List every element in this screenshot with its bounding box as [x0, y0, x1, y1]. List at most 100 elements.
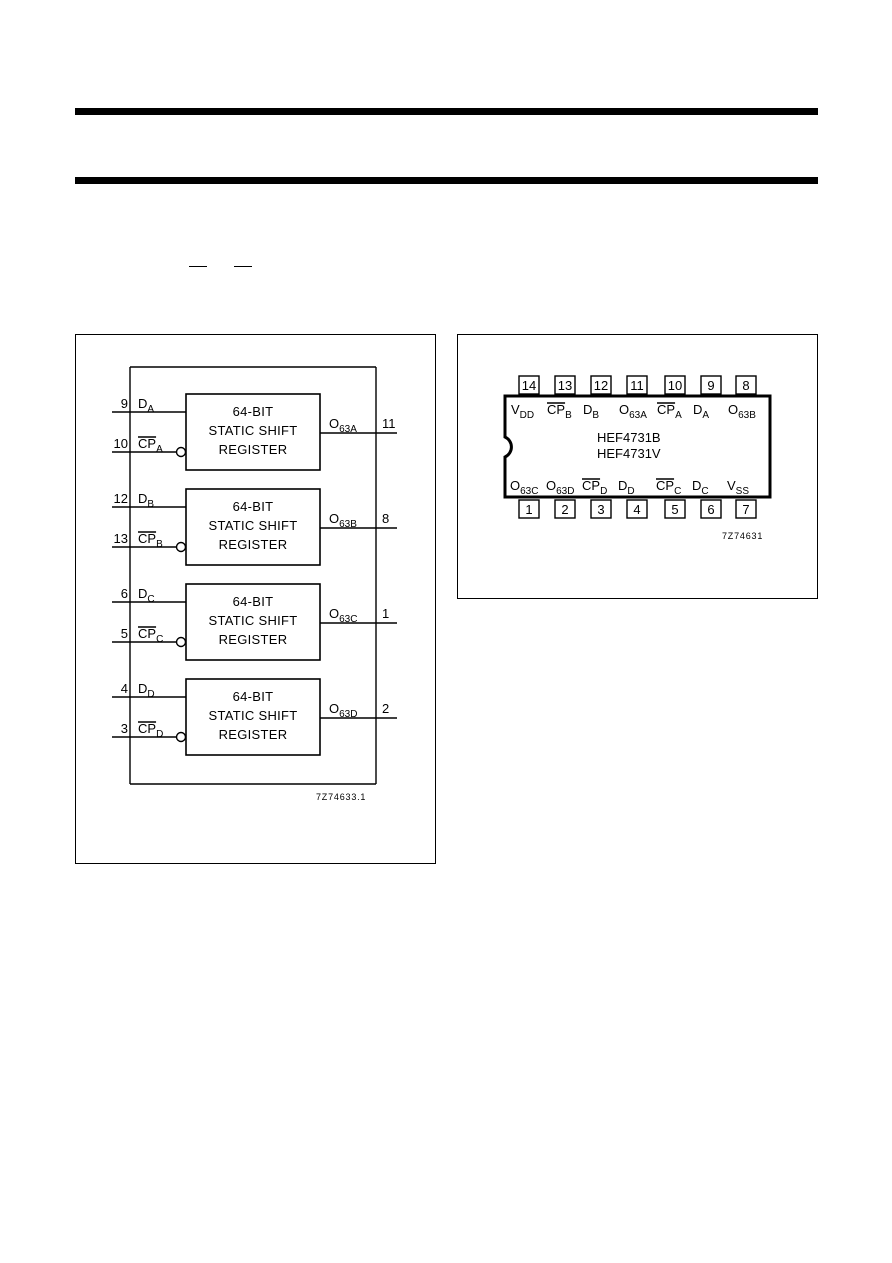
pin-1: 1 — [518, 499, 540, 519]
bottom-pin-label: DD — [618, 478, 635, 497]
cp-input-label: CPB — [138, 531, 163, 550]
pin-box — [735, 375, 757, 395]
pinning-diagram: 14VDD13CPB12DB11O63A10CPA9DA8O63B1O63C2O… — [503, 375, 772, 541]
bottom-pin-label: CPC — [656, 478, 681, 497]
second-rule — [75, 177, 818, 184]
pin-2: 2 — [554, 499, 576, 519]
top-pin-label: DB — [583, 402, 599, 421]
output-label: O63C — [329, 606, 357, 625]
cp-pin-number: 5 — [121, 626, 128, 641]
d-pin-number: 6 — [121, 586, 128, 601]
register-text: STATIC SHIFT — [208, 518, 297, 533]
register-text: REGISTER — [219, 727, 288, 742]
d-pin-number: 12 — [114, 491, 128, 506]
d-input-label: DC — [138, 586, 155, 605]
pin-box — [664, 499, 686, 519]
output-pin-number: 8 — [382, 511, 389, 526]
register-box — [185, 678, 321, 756]
overbar-fragment — [189, 266, 207, 267]
register-text: 64-BIT — [233, 499, 274, 514]
pin-number: 8 — [742, 378, 749, 393]
cp-pin-number: 13 — [114, 531, 128, 546]
pin-10: 10 — [664, 375, 686, 395]
pin-number: 6 — [707, 502, 714, 517]
pin-7: 7 — [735, 499, 757, 519]
register-box — [185, 488, 321, 566]
pin-box — [626, 375, 648, 395]
shift-register-b: 64-BIT STATIC SHIFT REGISTER 12 DB 13 CPB O63B 8 — [112, 488, 397, 566]
top-pin-label: O63A — [619, 402, 647, 421]
top-pin-label: DA — [693, 402, 709, 421]
top-rule — [75, 108, 818, 115]
pin-box — [590, 499, 612, 519]
pin-13: 13 — [554, 375, 576, 395]
cp-pin-number: 10 — [114, 436, 128, 451]
pin-number: 4 — [633, 502, 640, 517]
output-pin-number: 2 — [382, 701, 389, 716]
pin-12: 12 — [590, 375, 612, 395]
register-box — [185, 393, 321, 471]
register-text: REGISTER — [219, 632, 288, 647]
pin-box — [554, 499, 576, 519]
pinning-diagram-frame — [457, 334, 818, 599]
cp-input-label: CPC — [138, 626, 163, 645]
pin-number: 10 — [668, 378, 682, 393]
output-label: O63B — [329, 511, 357, 530]
register-text: STATIC SHIFT — [208, 423, 297, 438]
inversion-bubble — [175, 636, 187, 648]
bottom-pin-label: CPD — [582, 478, 607, 497]
bottom-pin-label: O63D — [546, 478, 574, 497]
register-text: STATIC SHIFT — [208, 613, 297, 628]
d-pin-number: 4 — [121, 681, 128, 696]
pin-number: 12 — [594, 378, 608, 393]
pin-number: 14 — [522, 378, 536, 393]
pin-number: 2 — [561, 502, 568, 517]
cp-input-label: CPD — [138, 721, 163, 740]
figure-code: 7Z74633.1 — [316, 792, 366, 802]
output-pin-number: 11 — [382, 416, 396, 431]
part-number: HEF4731B — [597, 430, 661, 445]
ic-package — [503, 394, 772, 499]
pin-box — [626, 499, 648, 519]
pin-6: 6 — [700, 499, 722, 519]
register-text: REGISTER — [219, 537, 288, 552]
part-number: HEF4731V — [597, 446, 661, 461]
d-input-label: DB — [138, 491, 154, 510]
pin-box — [700, 499, 722, 519]
pin-4: 4 — [626, 499, 648, 519]
pin-5: 5 — [664, 499, 686, 519]
bottom-pin-label: VSS — [727, 478, 749, 497]
register-text: REGISTER — [219, 442, 288, 457]
d-input-label: DA — [138, 396, 154, 415]
pin-11: 11 — [626, 375, 648, 395]
overbar-fragment — [234, 266, 252, 267]
block-diagram-frame — [75, 334, 436, 864]
output-pin-number: 1 — [382, 606, 389, 621]
pin-8: 8 — [735, 375, 757, 395]
register-text: STATIC SHIFT — [208, 708, 297, 723]
inversion-bubble — [175, 541, 187, 553]
pin-box — [518, 375, 540, 395]
cp-input-label: CPA — [138, 436, 163, 455]
package-outline — [503, 394, 772, 499]
top-pin-label: CPB — [547, 402, 572, 421]
register-box — [185, 583, 321, 661]
pin-box — [700, 375, 722, 395]
pin-number: 1 — [525, 502, 532, 517]
pin-14: 14 — [518, 375, 540, 395]
pin-number: 7 — [742, 502, 749, 517]
inversion-bubble — [175, 446, 187, 458]
top-pin-label: VDD — [511, 402, 534, 421]
bottom-pin-label: DC — [692, 478, 709, 497]
pin-box — [518, 499, 540, 519]
pin-number: 3 — [597, 502, 604, 517]
pin-box — [590, 375, 612, 395]
pin-box — [554, 375, 576, 395]
d-pin-number: 9 — [121, 396, 128, 411]
d-input-label: DD — [138, 681, 155, 700]
